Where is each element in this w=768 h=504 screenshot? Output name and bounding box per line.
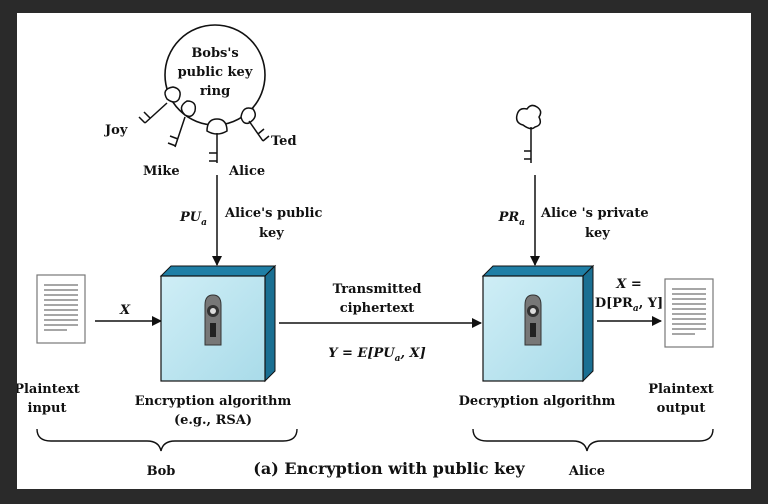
bob-brace: [36, 428, 298, 452]
public-key-desc-line1: Alice's public: [224, 206, 322, 221]
private-key-desc-line2: key: [585, 226, 610, 241]
public-key-ring: Bobs's public key ring: [164, 24, 266, 126]
alice-key-icon: [206, 118, 228, 163]
key-owner-mike: Mike: [143, 164, 180, 179]
transmitted-label-line1: Transmitted: [333, 282, 422, 297]
key-owner-joy: Joy: [104, 123, 128, 138]
transmitted-label-line2: ciphertext: [340, 301, 415, 316]
bob-label: Bob: [147, 464, 176, 479]
plaintext-input-label-line1: Plaintext: [17, 382, 80, 397]
decryption-lock-icon: [524, 294, 542, 346]
plaintext-output-label-line1: Plaintext: [648, 382, 714, 397]
plaintext-input-document-icon: [36, 274, 86, 344]
public-key-diagram: Bobs's public key ring Joy Mike Alice Te…: [17, 24, 714, 479]
mike-key-icon: [167, 100, 197, 148]
alice-brace: [472, 428, 714, 452]
ted-key-icon: [240, 107, 270, 142]
ring-label-line3: ring: [200, 84, 230, 99]
key-owner-alice: Alice: [228, 164, 265, 179]
private-key-icon: [515, 104, 542, 163]
output-equation-line1: X =: [615, 277, 642, 292]
key-owner-ted: Ted: [271, 134, 297, 149]
private-key-symbol: PRa: [498, 210, 526, 228]
plaintext-output-document-icon: [664, 278, 714, 348]
joy-key-icon: [138, 86, 181, 124]
encryption-algorithm-box: [159, 264, 277, 383]
public-key-desc-line2: key: [259, 226, 284, 241]
input-var-label: X: [119, 303, 131, 318]
encryption-label-line1: Encryption algorithm: [135, 394, 292, 409]
diagram-caption: (a) Encryption with public key: [253, 459, 525, 478]
alice-label: Alice: [568, 464, 605, 479]
private-key-desc-line1: Alice 's private: [540, 206, 649, 221]
plaintext-input-label-line2: input: [28, 401, 67, 416]
output-equation-line2: D[PRa, Y]: [595, 296, 663, 314]
cipher-equation: Y = E[PUa, X]: [328, 346, 426, 364]
public-key-symbol: PUa: [179, 210, 207, 228]
ring-label-line1: Bobs's: [191, 46, 238, 61]
encryption-label-line2: (e.g., RSA): [174, 413, 252, 428]
plaintext-output-label-line2: output: [657, 401, 706, 416]
encryption-lock-icon: [204, 294, 222, 346]
diagram-panel: Bobs's public key ring Joy Mike Alice Te…: [17, 13, 751, 489]
decryption-label: Decryption algorithm: [459, 394, 616, 409]
ring-label-line2: public key: [178, 65, 253, 80]
